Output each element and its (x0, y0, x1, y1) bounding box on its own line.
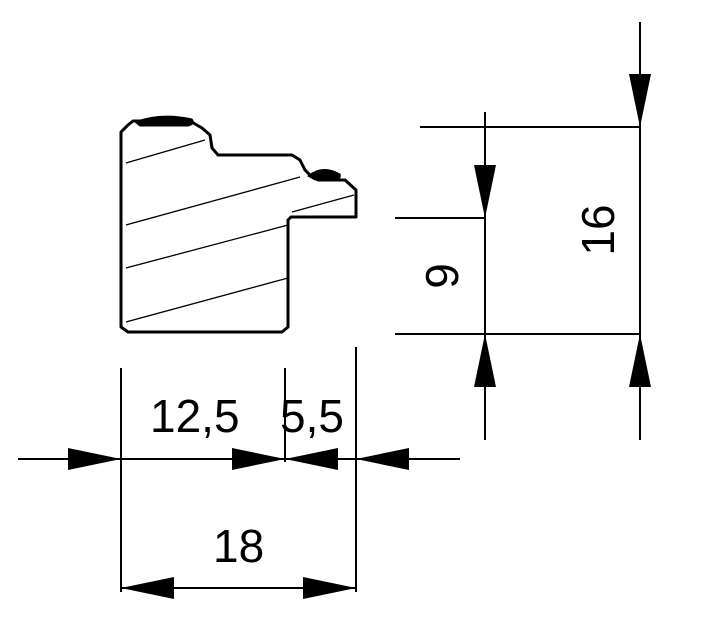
dimension-label-9: 9 (416, 263, 468, 289)
dimension-label-16: 16 (572, 204, 624, 255)
dimension-label-18: 18 (213, 520, 264, 572)
arrow-up (474, 334, 496, 387)
profile-outline (119, 119, 358, 334)
arrow-right (232, 448, 285, 470)
arrow-right (68, 448, 121, 470)
arrow-left (356, 448, 409, 470)
hatch-line (125, 176, 301, 226)
arrow-down (629, 74, 651, 127)
hatch-line (125, 139, 206, 164)
dimension-label-5-5: 5,5 (280, 390, 344, 442)
arrow-left (285, 448, 338, 470)
top-bead (134, 115, 194, 127)
arrow-left (121, 577, 174, 599)
hatch-line (125, 277, 289, 323)
hatch-line (291, 194, 355, 213)
profile-cross-section (119, 115, 358, 334)
arrow-right (303, 577, 356, 599)
arrow-down (474, 165, 496, 218)
arrow-up (629, 334, 651, 387)
dimension-label-12-5: 12,5 (150, 390, 240, 442)
mid-bead (307, 169, 341, 181)
hatch-line (125, 224, 289, 269)
